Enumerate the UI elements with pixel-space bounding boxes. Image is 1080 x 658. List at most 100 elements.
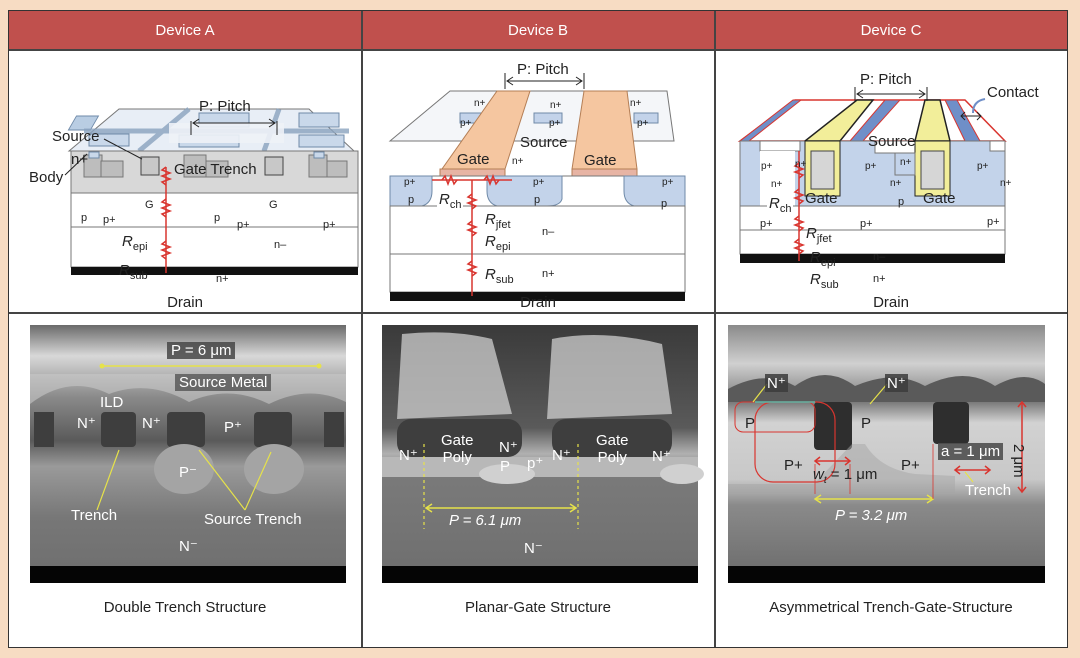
- n-plus-sub-label: n+: [542, 268, 555, 280]
- n-plus-label: n+: [71, 151, 89, 168]
- header-device-a: Device A: [9, 11, 361, 49]
- gate-label: Gate: [805, 190, 838, 207]
- r-sub-label: Rsub: [119, 262, 148, 282]
- source-trench-label: Source Trench: [204, 511, 302, 528]
- body-label: Body: [29, 169, 64, 186]
- source-metal-label: Source Metal: [175, 374, 272, 391]
- row-divider: [9, 49, 1067, 51]
- n-plus-label: N⁺: [142, 415, 161, 432]
- n-plus-label: n+: [795, 159, 807, 170]
- pitch-annotation: P = 3.2 μm: [835, 507, 908, 524]
- column-divider: [361, 11, 363, 647]
- p-plus-label: p+: [977, 161, 989, 172]
- r-epi-label: Repi: [810, 249, 836, 269]
- r-ch-label: Rch: [767, 195, 794, 215]
- r-epi-label: Repi: [485, 233, 511, 253]
- pitch-annotation: P = 6.1 μm: [449, 512, 522, 529]
- pitch-label: P: Pitch: [860, 71, 912, 88]
- n-plus-label: N⁺: [399, 447, 418, 464]
- source-label: Source: [520, 134, 568, 151]
- n-plus-sub-label: n+: [216, 273, 229, 285]
- p-plus-label: P+: [901, 457, 920, 474]
- header-device-c: Device C: [715, 11, 1067, 49]
- device-comparison-table: Device A Device B Device C: [8, 10, 1068, 648]
- p-plus-label: p+: [662, 177, 674, 188]
- p-label: p: [661, 198, 668, 210]
- r-sub-label: Rsub: [485, 266, 514, 286]
- gate-label: G: [269, 199, 278, 211]
- gate-label: Gate: [457, 151, 490, 168]
- n-plus-label: n+: [630, 98, 642, 109]
- device-c-sem: N⁺ N⁺ P P P+ P+ wt = 1 μm a = 1 μm 2 μm …: [715, 314, 1067, 647]
- p-label: P: [745, 415, 756, 432]
- p-plus-label: p+: [865, 161, 877, 172]
- p-plus-label: p+: [533, 177, 545, 188]
- p-plus-label: p+: [460, 118, 472, 129]
- n-plus-label: N⁺: [552, 447, 571, 464]
- gate-trench-label: Gate Trench: [174, 161, 257, 178]
- caption-device-a: Double Trench Structure: [103, 599, 267, 616]
- caption-device-b: Planar-Gate Structure: [465, 599, 611, 616]
- column-divider: [714, 11, 716, 647]
- pitch-label: P: Pitch: [517, 61, 569, 78]
- n-minus-label: n–: [274, 239, 287, 251]
- n-plus-label: N⁺: [652, 448, 671, 465]
- drain-label: Drain: [167, 294, 203, 311]
- n-minus-label: N⁻: [179, 538, 198, 555]
- device-a-sem: P = 6 μm Source Metal ILD N⁺ N⁺ P⁺ P⁻ Tr…: [9, 314, 361, 647]
- ild-label: ILD: [100, 394, 124, 411]
- gate-label: Gate: [923, 190, 956, 207]
- p-plus-label: p+: [987, 216, 1000, 228]
- n-plus-label: n+: [512, 156, 524, 167]
- n-minus-label: n–: [542, 226, 555, 238]
- n-plus-label: N⁺: [885, 374, 908, 392]
- p-plus-label: p+: [323, 219, 336, 231]
- pitch-label: P: Pitch: [199, 98, 251, 115]
- a-annotation: a = 1 μm: [938, 443, 1004, 460]
- p-plus-label: p+: [404, 177, 416, 188]
- header-device-b: Device B: [362, 11, 714, 49]
- n-plus-label: n+: [474, 98, 486, 109]
- n-plus-label: n+: [550, 100, 562, 111]
- gate-label: G: [145, 199, 154, 211]
- pitch-annotation: P = 6 μm: [167, 342, 236, 359]
- n-plus-label: N⁺: [77, 415, 96, 432]
- p-plus-label: p⁺: [527, 455, 544, 472]
- depth-annotation: 2 μm: [1010, 444, 1027, 478]
- p-plus-label: p+: [549, 118, 561, 129]
- device-b-schematic: P: Pitch n+ n+ n+ p+ p+ p+ Source Gate G…: [362, 51, 714, 312]
- r-jfet-label: Rjfet: [806, 225, 832, 245]
- drain-label: Drain: [873, 294, 909, 311]
- p-minus-label: P⁻: [179, 464, 197, 481]
- drain-label: Drain: [520, 294, 556, 311]
- p-plus-label: p+: [761, 161, 773, 172]
- source-label: Source: [52, 128, 100, 145]
- n-plus-label: N⁺: [765, 374, 788, 392]
- device-a-schematic: P: Pitch Source n+ Body Gate Trench G G …: [9, 51, 361, 312]
- r-jfet-label: Rjfet: [485, 211, 511, 231]
- p-label: p: [534, 194, 541, 206]
- p-plus-label: p+: [103, 214, 116, 226]
- p-plus-label: p+: [760, 218, 773, 230]
- r-ch-label: Rch: [437, 191, 464, 211]
- trench-label: Trench: [71, 507, 118, 524]
- source-label: Source: [868, 133, 916, 150]
- p-label: P: [861, 415, 872, 432]
- n-plus-sub-label: n+: [873, 273, 886, 285]
- wt-annotation: wt = 1 μm: [813, 466, 878, 486]
- p-plus-label: p+: [237, 219, 250, 231]
- gate-label: Gate: [584, 152, 617, 169]
- caption-device-c: Asymmetrical Trench-Gate-Structure: [769, 599, 1013, 616]
- p-label: p: [214, 212, 221, 224]
- p-plus-label: P+: [784, 457, 803, 474]
- contact-label: Contact: [987, 84, 1039, 101]
- n-minus-label: N⁻: [524, 540, 543, 557]
- p-label: p: [408, 194, 415, 206]
- p-label: p: [898, 196, 905, 208]
- n-plus-label: n+: [1000, 178, 1012, 189]
- p-plus-label: P⁺: [224, 419, 242, 436]
- p-label: P: [500, 458, 511, 475]
- r-sub-label: Rsub: [810, 271, 839, 291]
